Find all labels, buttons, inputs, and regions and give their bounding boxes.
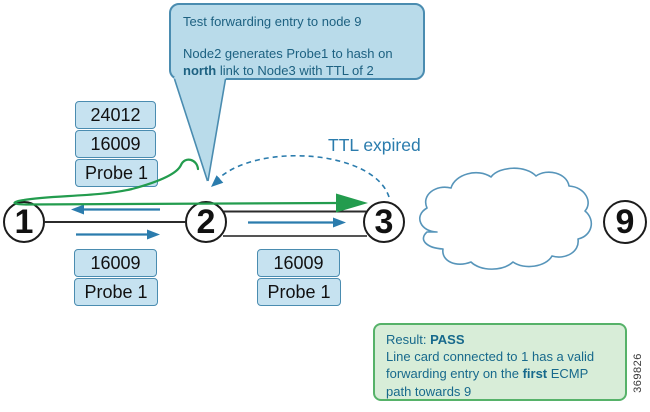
arrow-2-to-3 [248, 217, 346, 228]
ttl-return-arrowhead [211, 175, 224, 187]
callout-tail [173, 77, 227, 182]
result-line-4: path towards 9 [386, 383, 472, 399]
result-box: Result: PASS Line card connected to 1 ha… [373, 323, 627, 401]
label-below-link23-probe1: Probe 1 [257, 278, 341, 306]
ttl-expired-label: TTL expired [328, 135, 421, 155]
result-status-line: Result: PASS [386, 332, 465, 347]
arrow-1-to-2 [76, 229, 160, 240]
label-below-link12-probe1: Probe 1 [74, 278, 158, 306]
callout-bubble: Test forwarding entry to node 9 Node2 ge… [169, 3, 425, 80]
result-line-2: Line card connected to 1 has a valid [386, 349, 595, 365]
probe-path-green [13, 158, 368, 213]
callout-line-2: Node2 generates Probe1 to hash on [183, 46, 393, 61]
cloud-shape [419, 167, 593, 270]
label-above-link12-probe1: Probe 1 [75, 159, 158, 187]
callout-bold-north: north [183, 63, 217, 78]
node-2: 2 [185, 201, 227, 243]
callout-line-3: north link to Node3 with TTL of 2 [183, 63, 374, 78]
figure-number: 369826 [632, 353, 644, 393]
label-below-link12-16009: 16009 [74, 249, 157, 277]
node-3: 3 [363, 201, 405, 243]
label-below-link23-16009: 16009 [257, 249, 340, 277]
result-line-3: forwarding entry on the first ECMP [386, 366, 589, 382]
ttl-return-arc [211, 155, 390, 198]
node-1: 1 [3, 201, 45, 243]
label-above-link12-24012: 24012 [75, 101, 156, 129]
arrow-2-to-1 [71, 204, 160, 215]
probe-path-arrowhead [336, 193, 368, 213]
label-above-link12-16009: 16009 [75, 130, 156, 158]
callout-line-1: Test forwarding entry to node 9 [183, 14, 362, 29]
node-9: 9 [603, 200, 647, 244]
result-status-pass: PASS [430, 332, 465, 347]
